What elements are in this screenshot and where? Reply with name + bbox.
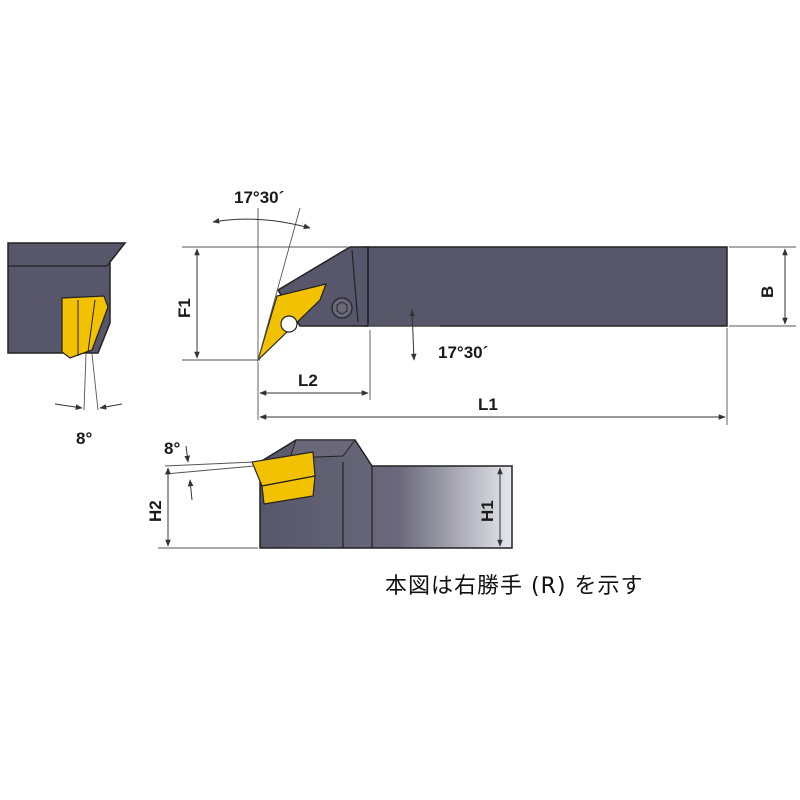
angle-side-label: 8° — [76, 429, 92, 448]
angle-top-label: 17°30´ — [234, 188, 284, 207]
hand-note: 本図は右勝手 (R) を示す — [385, 574, 644, 599]
front-view: 8° H2 H1 — [146, 439, 513, 549]
end-view-insert — [61, 295, 109, 359]
angle-right-label: 17°30´ — [438, 343, 488, 362]
clamp-screw — [331, 297, 353, 319]
angle-front-label: 8° — [164, 439, 180, 458]
h1-label: H1 — [478, 500, 497, 522]
insert-hole — [280, 315, 298, 333]
top-view: 17°30´ 17°30´ F1 L2 L1 B — [175, 188, 796, 425]
end-view: 8° — [7, 242, 127, 448]
h2-label: H2 — [146, 500, 165, 522]
l2-label: L2 — [298, 371, 318, 390]
shank — [364, 246, 728, 327]
b-label: B — [758, 286, 777, 298]
side-insert-bottom — [261, 475, 316, 505]
f1-label: F1 — [175, 298, 194, 318]
l1-label: L1 — [478, 395, 498, 414]
